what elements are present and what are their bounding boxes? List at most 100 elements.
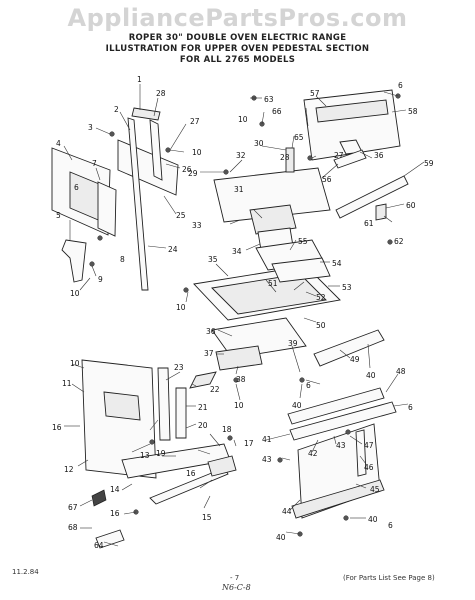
- callout-48: 48: [396, 367, 406, 376]
- callout-41: 41: [262, 435, 272, 444]
- cover-strip: [315, 99, 389, 123]
- front-rail: [127, 117, 149, 291]
- callout-56: 56: [322, 175, 332, 184]
- callout-10c: 10: [238, 115, 248, 124]
- screw: [109, 131, 115, 137]
- callout-10d: 10: [176, 303, 186, 312]
- callout-32: 32: [236, 151, 246, 160]
- callout-40b: 40: [292, 401, 302, 410]
- handwritten-mark: N6-C-8: [222, 583, 251, 592]
- callout-5: 5: [56, 211, 61, 220]
- watermark: AppliancePartsPros.com: [67, 4, 408, 32]
- callout-7: 7: [92, 159, 97, 168]
- rear-rail: [149, 119, 163, 181]
- screw: [299, 377, 305, 383]
- screw: [387, 239, 393, 245]
- callout-40: 40: [366, 371, 376, 380]
- callout-27b: 27: [334, 151, 344, 160]
- callout-68: 68: [68, 523, 78, 532]
- lower-panel: [211, 317, 307, 359]
- callout-26: 26: [182, 165, 192, 174]
- spacer-plate: [271, 257, 331, 283]
- callout-8: 8: [120, 255, 125, 264]
- pedestal-side-panel: [81, 359, 157, 479]
- callout-6b: 6: [398, 81, 403, 90]
- callout-13: 13: [140, 451, 150, 460]
- callout-44: 44: [282, 507, 292, 516]
- callout-40c: 40: [368, 515, 378, 524]
- parts-list-note: (For Parts List See Page 8): [343, 574, 435, 582]
- panel-cutout: [103, 391, 141, 421]
- screw: [183, 287, 189, 293]
- callout-12: 12: [64, 465, 74, 474]
- callout-15: 15: [202, 513, 212, 522]
- callout-39: 39: [288, 339, 298, 348]
- screw: [89, 261, 95, 267]
- callout-9: 9: [98, 275, 103, 284]
- callout-6c: 6: [306, 381, 311, 390]
- leader-lines: [63, 84, 425, 547]
- page-number: - 7: [230, 574, 240, 582]
- callout-55: 55: [298, 237, 308, 246]
- callout-28: 28: [156, 89, 166, 98]
- callout-42: 42: [308, 449, 318, 458]
- callout-4: 4: [56, 139, 61, 148]
- hinge-block: [207, 455, 237, 477]
- side-spacer: [97, 181, 117, 237]
- callout-10b: 10: [192, 148, 202, 157]
- callout-66: 66: [272, 107, 282, 116]
- callout-30: 30: [254, 139, 264, 148]
- screw: [149, 439, 155, 445]
- callout-35: 35: [208, 255, 218, 264]
- callout-58: 58: [408, 107, 418, 116]
- callout-31: 31: [234, 185, 244, 194]
- callout-61: 61: [364, 219, 374, 228]
- retainer-clip: [91, 489, 107, 507]
- rail-pair-upper: [287, 387, 385, 425]
- callout-23: 23: [174, 363, 184, 372]
- callout-10f: 10: [70, 359, 80, 368]
- callout-37: 37: [204, 349, 214, 358]
- callout-16c: 16: [52, 423, 62, 432]
- callout-2: 2: [114, 105, 119, 114]
- callout-43: 43: [262, 455, 272, 464]
- callout-6: 6: [74, 183, 79, 192]
- callout-59: 59: [424, 159, 434, 168]
- callout-53: 53: [342, 283, 352, 292]
- callout-50: 50: [316, 321, 326, 330]
- base-rail: [291, 479, 385, 519]
- latch-bracket: [285, 147, 295, 173]
- callout-46: 46: [364, 463, 374, 472]
- drawing-date: 11.2.84: [12, 568, 39, 576]
- callout-36: 36: [206, 327, 216, 336]
- callout-16b: 16: [110, 509, 120, 518]
- hinge-post: [175, 387, 187, 439]
- diagram-models: FOR ALL 2765 MODELS: [179, 55, 296, 65]
- callout-21: 21: [198, 403, 208, 412]
- callout-16: 16: [186, 469, 196, 478]
- callout-36b: 36: [374, 151, 384, 160]
- callout-labels: 1 2 3 4 5 6 7 8 9 10 10 10 10 10 10 11 1…: [52, 75, 434, 550]
- tray-insert: [211, 273, 327, 315]
- screw: [307, 155, 313, 161]
- callout-28b: 28: [280, 153, 290, 162]
- callout-34: 34: [232, 247, 242, 256]
- panel-post: [157, 367, 171, 441]
- terminal-block: [375, 203, 387, 221]
- callout-3: 3: [88, 123, 93, 132]
- pedestal-top-plate: [213, 167, 331, 223]
- callout-47: 47: [364, 441, 374, 450]
- link-arm: [149, 467, 229, 505]
- corner-bracket: [61, 239, 87, 283]
- callout-63: 63: [264, 95, 274, 104]
- screw: [227, 435, 233, 441]
- callout-1: 1: [137, 75, 142, 84]
- lower-bracket: [215, 345, 263, 371]
- diagram-title: ROPER 30" DOUBLE OVEN ELECTRIC RANGE: [128, 33, 347, 43]
- callout-11: 11: [62, 379, 72, 388]
- callout-52: 52: [316, 293, 326, 302]
- callout-24: 24: [168, 245, 178, 254]
- callout-38: 38: [236, 375, 246, 384]
